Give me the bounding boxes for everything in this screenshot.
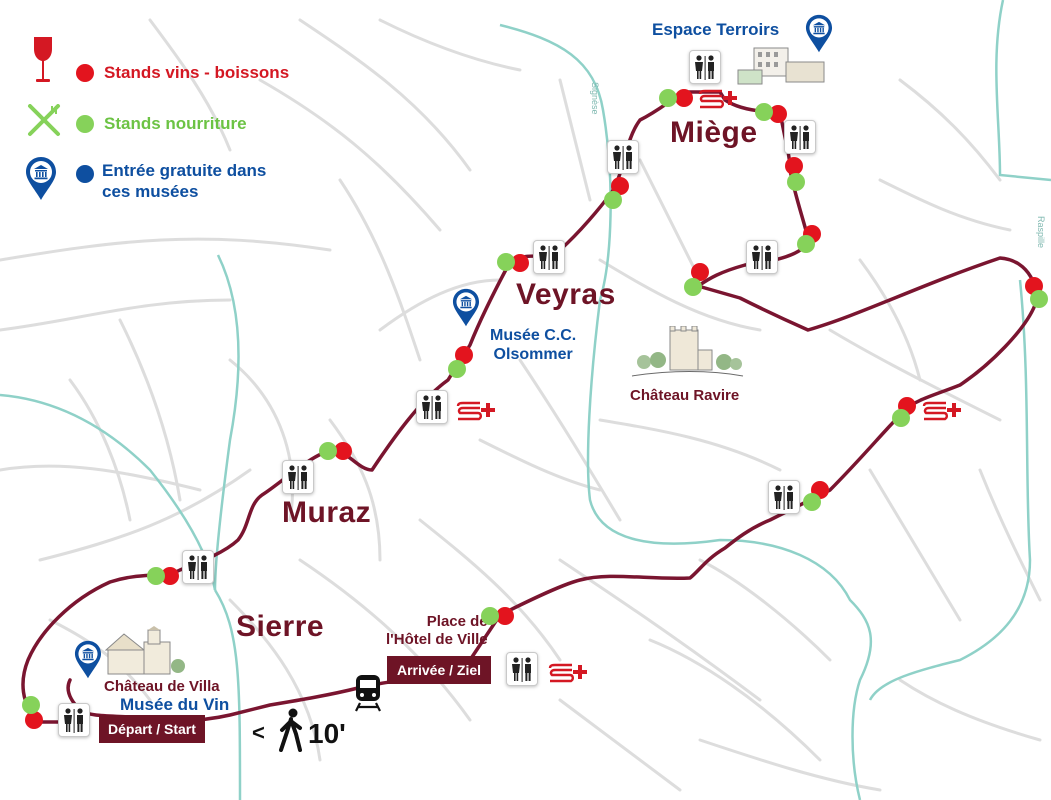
train-icon: [355, 675, 381, 712]
route-line: [21, 90, 1038, 724]
food-stand-dot[interactable]: [319, 442, 337, 460]
toilet-icon: [746, 240, 778, 274]
legend-food-dot: [76, 115, 94, 133]
wine-stand-dot[interactable]: [785, 157, 803, 175]
toilet-icon: [689, 50, 721, 84]
walk-arrow: <: [252, 720, 265, 745]
food-stand-dot[interactable]: [797, 235, 815, 253]
museum-pin-icon[interactable]: [450, 288, 482, 328]
label-espace-terroirs: Espace Terroirs: [652, 20, 780, 39]
town-label-miege: Miège: [670, 116, 758, 149]
chateau-de-villa-icon: [104, 626, 185, 675]
town-label-muraz: Muraz: [282, 496, 372, 529]
chateau-ravire-icon: [631, 326, 744, 377]
food-stand-dot[interactable]: [659, 89, 677, 107]
wine-stand-dot[interactable]: [455, 346, 473, 364]
wine-stand-dot[interactable]: [511, 254, 529, 272]
musee-cc-line1: Musée C.C.: [490, 327, 577, 344]
town-label-veyras: Veyras: [516, 278, 616, 311]
food-stand-dot[interactable]: [147, 567, 165, 585]
toilet-icon: [784, 120, 816, 154]
food-stand-dot[interactable]: [481, 607, 499, 625]
walking-person-icon: [279, 708, 302, 752]
legend-wine-dot: [76, 64, 94, 82]
label-musee-du-vin: Musée du Vin: [120, 695, 230, 714]
food-stand-dot[interactable]: [787, 173, 805, 191]
wine-stand-dot[interactable]: [675, 89, 693, 107]
place-hotel-line1: Place de: [426, 613, 488, 630]
toilet-icon: [506, 652, 538, 686]
samaritains-first-aid-icon: [456, 401, 495, 421]
wine-stand-dot[interactable]: [769, 105, 787, 123]
food-stand-dot[interactable]: [497, 253, 515, 271]
wine-stand-dot[interactable]: [611, 177, 629, 195]
wine-stand-dot[interactable]: [334, 442, 352, 460]
label-chateau-de-villa: Château de Villa: [104, 678, 220, 695]
wine-stand-dot[interactable]: [691, 263, 709, 281]
museum-pin-icon[interactable]: [72, 640, 104, 680]
wine-stand-dot[interactable]: [161, 567, 179, 585]
label-place-hotel-de-ville: Place de l'Hôtel de Ville: [386, 613, 488, 649]
samaritains-first-aid-icon: [922, 401, 961, 421]
wine-stand-dot[interactable]: [25, 711, 43, 729]
toilet-icon: [533, 240, 565, 274]
food-stand-dot[interactable]: [22, 696, 40, 714]
wine-glass-icon: [34, 37, 52, 82]
museum-pin-icon[interactable]: [803, 14, 835, 54]
legend-museum-dot: [76, 165, 94, 183]
food-stand-dot[interactable]: [892, 409, 910, 427]
food-stand-dot[interactable]: [684, 278, 702, 296]
wine-stand-dot[interactable]: [496, 607, 514, 625]
food-stand-dot[interactable]: [448, 360, 466, 378]
food-stand-dot[interactable]: [803, 493, 821, 511]
street-network: [0, 18, 1042, 792]
label-musee-cc-olsommer: Musée C.C. Olsommer: [490, 326, 576, 364]
food-stand-dot[interactable]: [755, 103, 773, 121]
toilet-icon: [416, 390, 448, 424]
fork-knife-icon: [28, 104, 60, 136]
samaritains-first-aid-icon: [698, 89, 737, 109]
legend-museum-label: Entrée gratuite dans ces musées: [102, 160, 266, 202]
badge-arrivee: Arrivée / Ziel: [387, 656, 492, 684]
walk-minutes: 10': [308, 718, 346, 749]
food-stand-dot[interactable]: [604, 191, 622, 209]
espace-terroirs-building-icon: [737, 47, 825, 85]
toilet-icon: [282, 460, 314, 494]
toilet-icon: [58, 703, 90, 737]
toilet-icon: [768, 480, 800, 514]
legend-museum-line1: Entrée gratuite dans: [102, 161, 267, 180]
toilet-icon: [182, 550, 214, 584]
legend-wine-label: Stands vins - boissons: [104, 63, 290, 82]
samaritains-first-aid-icon: [548, 663, 587, 683]
place-hotel-line2: l'Hôtel de Ville: [386, 631, 488, 648]
museum-pin-icon: [26, 157, 56, 200]
musee-cc-line2: Olsommer: [493, 346, 573, 363]
legend-food-label: Stands nourriture: [104, 114, 247, 133]
toilet-icon: [607, 140, 639, 174]
legend-museum-line2: ces musées: [102, 182, 199, 201]
badge-depart: Départ / Start: [99, 715, 205, 743]
town-label-sierre: Sierre: [236, 610, 325, 643]
label-chateau-ravire: Château Ravire: [630, 387, 740, 404]
food-stand-dot[interactable]: [1030, 290, 1048, 308]
